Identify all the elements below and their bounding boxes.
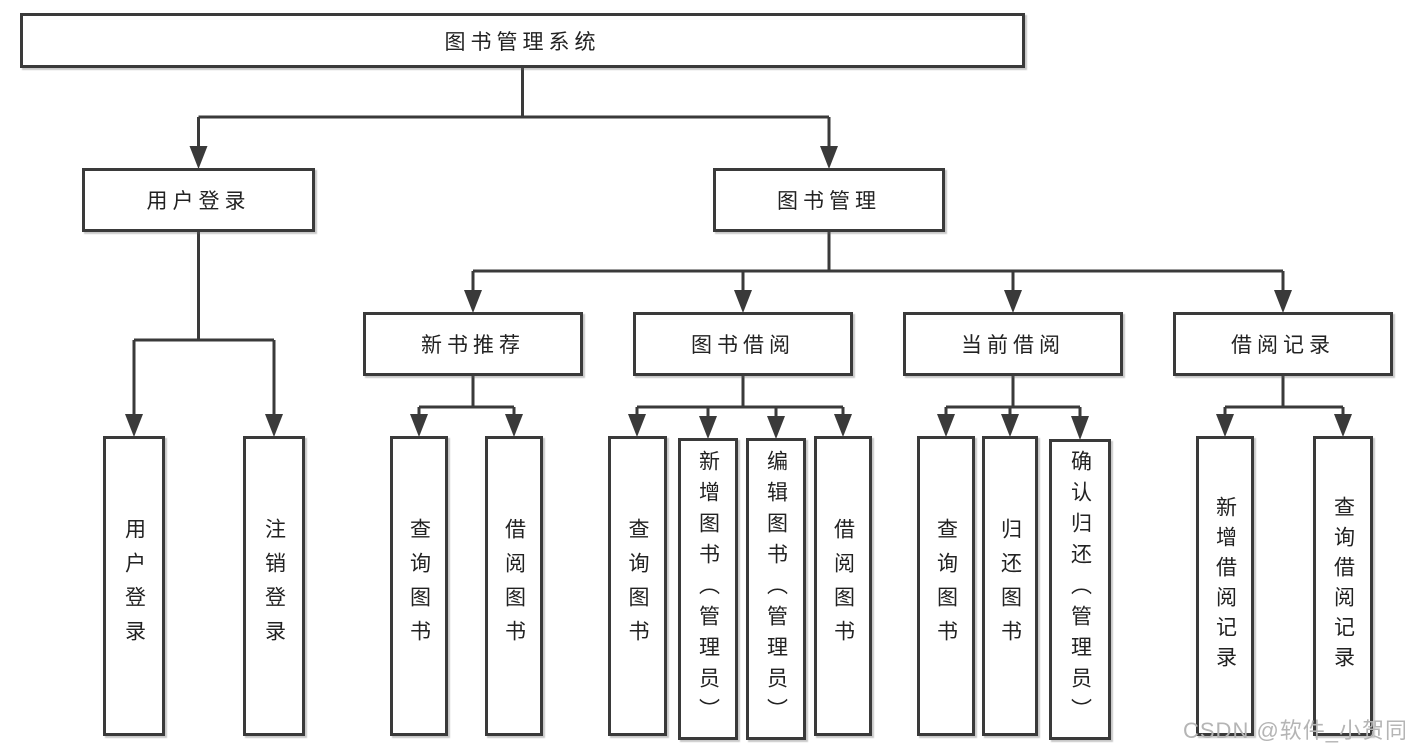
- leaf-return-books-label: 归还图书: [998, 518, 1022, 654]
- leaf-user-login-label: 用户登录: [122, 518, 146, 654]
- connector-current-borrow-to-leaves: [944, 376, 1082, 420]
- leaf-logout: 注销登录: [243, 436, 305, 736]
- arrowhead: [410, 414, 428, 437]
- arrowhead: [699, 416, 717, 439]
- leaf-query-books-1: 查询图书: [390, 436, 448, 736]
- connector-borrow-records-to-leaves: [1223, 376, 1345, 418]
- leaf-borrow-books-2-label: 借阅图书: [831, 518, 855, 654]
- connector-user-login-to-leaves: [132, 232, 276, 418]
- node-new-book-recommend-label: 新书推荐: [421, 334, 525, 357]
- leaf-borrow-books-2: 借阅图书: [814, 436, 872, 736]
- node-new-book-recommend: 新书推荐: [363, 312, 583, 376]
- node-borrow-records-label: 借阅记录: [1231, 334, 1335, 357]
- leaf-edit-book-admin-label: 编辑图书（管理员）: [764, 449, 788, 729]
- arrowhead: [834, 414, 852, 437]
- arrowhead: [1001, 414, 1019, 437]
- csdn-watermark: CSDN @软件_小贺同学: [1183, 718, 1405, 743]
- node-book-management: 图书管理: [713, 168, 945, 232]
- leaf-query-books-2-label: 查询图书: [626, 518, 649, 654]
- leaf-user-login: 用户登录: [103, 436, 165, 736]
- arrowhead: [734, 290, 752, 313]
- leaf-query-borrow-record: 查询借阅记录: [1313, 436, 1373, 736]
- connector-root-to-level2: [197, 68, 831, 150]
- connector-book-management-to-level3: [471, 232, 1285, 294]
- leaf-edit-book-admin: 编辑图书（管理员）: [746, 438, 806, 740]
- leaf-confirm-return-admin: 确认归还（管理员）: [1049, 439, 1111, 740]
- node-root-label: 图书管理系统: [444, 30, 601, 54]
- arrowhead: [767, 416, 785, 439]
- arrowhead: [505, 414, 523, 437]
- leaf-query-books-1-label: 查询图书: [407, 518, 431, 654]
- connector-book-borrow-to-leaves: [635, 376, 845, 420]
- arrowhead: [937, 414, 955, 437]
- leaf-add-borrow-record-label: 新增借阅记录: [1213, 496, 1237, 676]
- arrowhead: [125, 414, 143, 437]
- arrowhead: [1216, 414, 1234, 437]
- node-borrow-records: 借阅记录: [1173, 312, 1393, 376]
- arrowhead: [1274, 290, 1292, 313]
- node-book-management-label: 图书管理: [777, 190, 881, 213]
- arrowhead: [189, 146, 208, 169]
- node-user-login: 用户登录: [82, 168, 315, 232]
- arrowhead: [1071, 416, 1089, 440]
- leaf-query-books-2: 查询图书: [608, 436, 667, 736]
- arrowhead: [265, 414, 283, 437]
- node-current-borrow: 当前借阅: [903, 312, 1123, 376]
- leaf-add-book-admin-label: 新增图书（管理员）: [696, 449, 720, 729]
- leaf-add-borrow-record: 新增借阅记录: [1196, 436, 1254, 736]
- leaf-add-book-admin: 新增图书（管理员）: [678, 438, 738, 740]
- leaf-logout-label: 注销登录: [262, 518, 286, 654]
- node-book-borrow: 图书借阅: [633, 312, 853, 376]
- node-user-login-label: 用户登录: [146, 190, 251, 213]
- leaf-borrow-books-1: 借阅图书: [485, 436, 543, 736]
- leaf-query-books-3: 查询图书: [917, 436, 975, 736]
- leaf-borrow-books-1-label: 借阅图书: [502, 518, 526, 654]
- leaf-return-books: 归还图书: [982, 436, 1038, 736]
- node-book-borrow-label: 图书借阅: [691, 334, 795, 357]
- arrowhead: [628, 414, 646, 437]
- leaf-confirm-return-admin-label: 确认归还（管理员）: [1068, 450, 1092, 729]
- arrowhead: [820, 146, 838, 169]
- arrowhead: [1004, 290, 1022, 313]
- leaf-query-books-3-label: 查询图书: [934, 518, 958, 654]
- leaf-query-borrow-record-label: 查询借阅记录: [1331, 496, 1355, 676]
- connector-new-book-recommend-to-leaves: [417, 376, 516, 418]
- node-root: 图书管理系统: [20, 13, 1025, 68]
- arrowhead: [1334, 414, 1352, 437]
- arrowhead: [464, 290, 482, 313]
- node-current-borrow-label: 当前借阅: [961, 334, 1065, 357]
